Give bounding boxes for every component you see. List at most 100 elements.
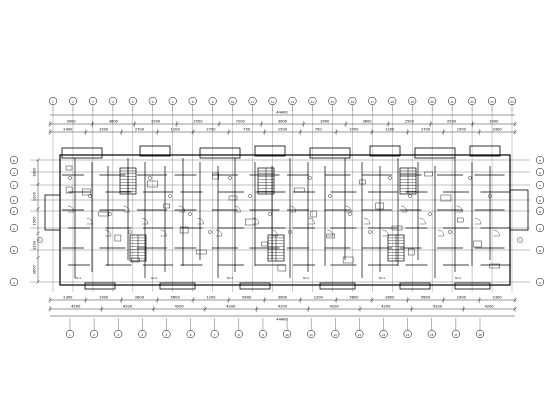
fixture-circle — [368, 230, 372, 234]
axis-letter-right: G — [539, 171, 541, 175]
dimension-label: 3900 — [489, 120, 499, 124]
door-swing — [400, 205, 408, 213]
fixture — [114, 234, 122, 242]
axis-bubble-left — [9, 206, 19, 216]
dimension-tick — [36, 158, 40, 162]
dimension-label: 1900 — [457, 296, 467, 300]
door-swing — [493, 229, 500, 237]
axis-number-top: 11 — [251, 100, 255, 104]
axis-bubble-top — [208, 96, 217, 106]
fixture — [408, 248, 415, 256]
dimension-label: 1500 — [33, 216, 37, 226]
axis-number-top: 12 — [271, 100, 275, 104]
axis-number-bottom: 4 — [142, 333, 144, 337]
fixture — [294, 187, 305, 193]
bay-window — [139, 145, 171, 157]
axis-bubble-right — [535, 167, 545, 177]
axis-bubble-left — [9, 180, 19, 190]
axis-bubble-top — [388, 96, 397, 106]
dimension-tick — [36, 207, 40, 211]
axis-bubble-bottom — [427, 329, 436, 339]
fixture-circle — [88, 194, 92, 198]
fixture — [65, 165, 73, 171]
axis-bubble-top — [448, 96, 457, 106]
fixture — [130, 257, 140, 263]
axis-number-bottom: 17 — [454, 333, 458, 337]
fixture — [375, 202, 384, 210]
door-swing — [382, 229, 389, 237]
dimension-label: 1900 — [99, 296, 109, 300]
door-swing — [178, 205, 186, 213]
unit-label: SC-2 — [303, 276, 309, 280]
fixture — [310, 210, 317, 218]
dimension-label: 3600 — [362, 120, 372, 124]
fixture — [196, 249, 207, 255]
fixture — [147, 180, 158, 188]
dimension-label: 1200 — [33, 191, 37, 201]
balcony — [239, 282, 271, 290]
axis-bubble-bottom — [258, 329, 267, 339]
fixture — [212, 172, 219, 180]
dimension-label: 2700 — [135, 128, 145, 132]
axis-bubble-right — [535, 277, 545, 287]
axis-letter-left: F — [13, 184, 15, 188]
section-mark — [517, 237, 523, 243]
axis-number-top: 24 — [510, 100, 514, 104]
dimension-label: 1500 — [278, 128, 288, 132]
fixture-circle — [448, 230, 452, 234]
axis-bubble-top — [148, 96, 157, 106]
axis-bubble-top — [348, 96, 357, 106]
fixture — [489, 263, 500, 269]
door-swing — [67, 205, 75, 213]
axis-number-bottom: 10 — [285, 333, 289, 337]
axis-number-top: 5 — [132, 100, 134, 104]
axis-bubble-top — [507, 96, 517, 106]
door-swing — [104, 229, 112, 237]
bay-window — [414, 147, 456, 159]
axis-number-top: 21 — [450, 100, 454, 104]
dimension-label: 750 — [243, 128, 251, 132]
fixture-circle — [248, 194, 252, 198]
axis-bubble-bottom — [186, 329, 195, 339]
dimension-label: 2500 — [151, 120, 161, 124]
axis-number-bottom: 15 — [406, 333, 410, 337]
dimension-label: 1200 — [314, 296, 324, 300]
dimension-label: 5600 — [421, 296, 431, 300]
axis-number-bottom: 14 — [382, 333, 386, 337]
axis-number-bottom: 5 — [166, 333, 168, 337]
door-swing — [308, 217, 315, 225]
dimension-label: 2400 — [493, 128, 503, 132]
bay-window — [199, 147, 241, 159]
dimension-tick — [36, 280, 40, 284]
dimension-label: 3600 — [109, 120, 119, 124]
axis-bubble-right — [535, 155, 545, 165]
dimension-label: 4200 — [123, 305, 133, 309]
unit-label: SC-1 — [227, 276, 233, 280]
dimension-label: 4200 — [175, 305, 185, 309]
bay-window — [469, 145, 501, 157]
dimension-label: 1200 — [33, 240, 37, 250]
fixture-circle — [388, 176, 392, 180]
axis-bubble-bottom — [331, 329, 340, 339]
axis-letter-right: E — [539, 199, 541, 203]
dimension-label: 2700 — [206, 128, 216, 132]
axis-number-top: 16 — [351, 100, 355, 104]
fixture-circle — [288, 230, 292, 234]
axis-bubble-right — [535, 223, 545, 233]
fixture — [359, 179, 366, 185]
axis-letter-left: B — [13, 249, 15, 253]
dimension-label: 2300 — [493, 296, 503, 300]
wall-lines — [44, 145, 529, 290]
axis-letter-right: C — [539, 227, 541, 231]
axis-number-bottom: 18 — [478, 333, 482, 337]
dimension-label: 2700 — [421, 128, 431, 132]
dimension-label: 2500 — [405, 120, 415, 124]
fixture-circle — [308, 176, 312, 180]
axis-number-bottom: 3 — [117, 333, 119, 337]
axis-number-bottom: 12 — [334, 333, 338, 337]
axis-number-bottom: 13 — [358, 333, 362, 337]
dimension-label: 3900 — [320, 120, 330, 124]
axis-letter-right: D — [539, 210, 541, 214]
